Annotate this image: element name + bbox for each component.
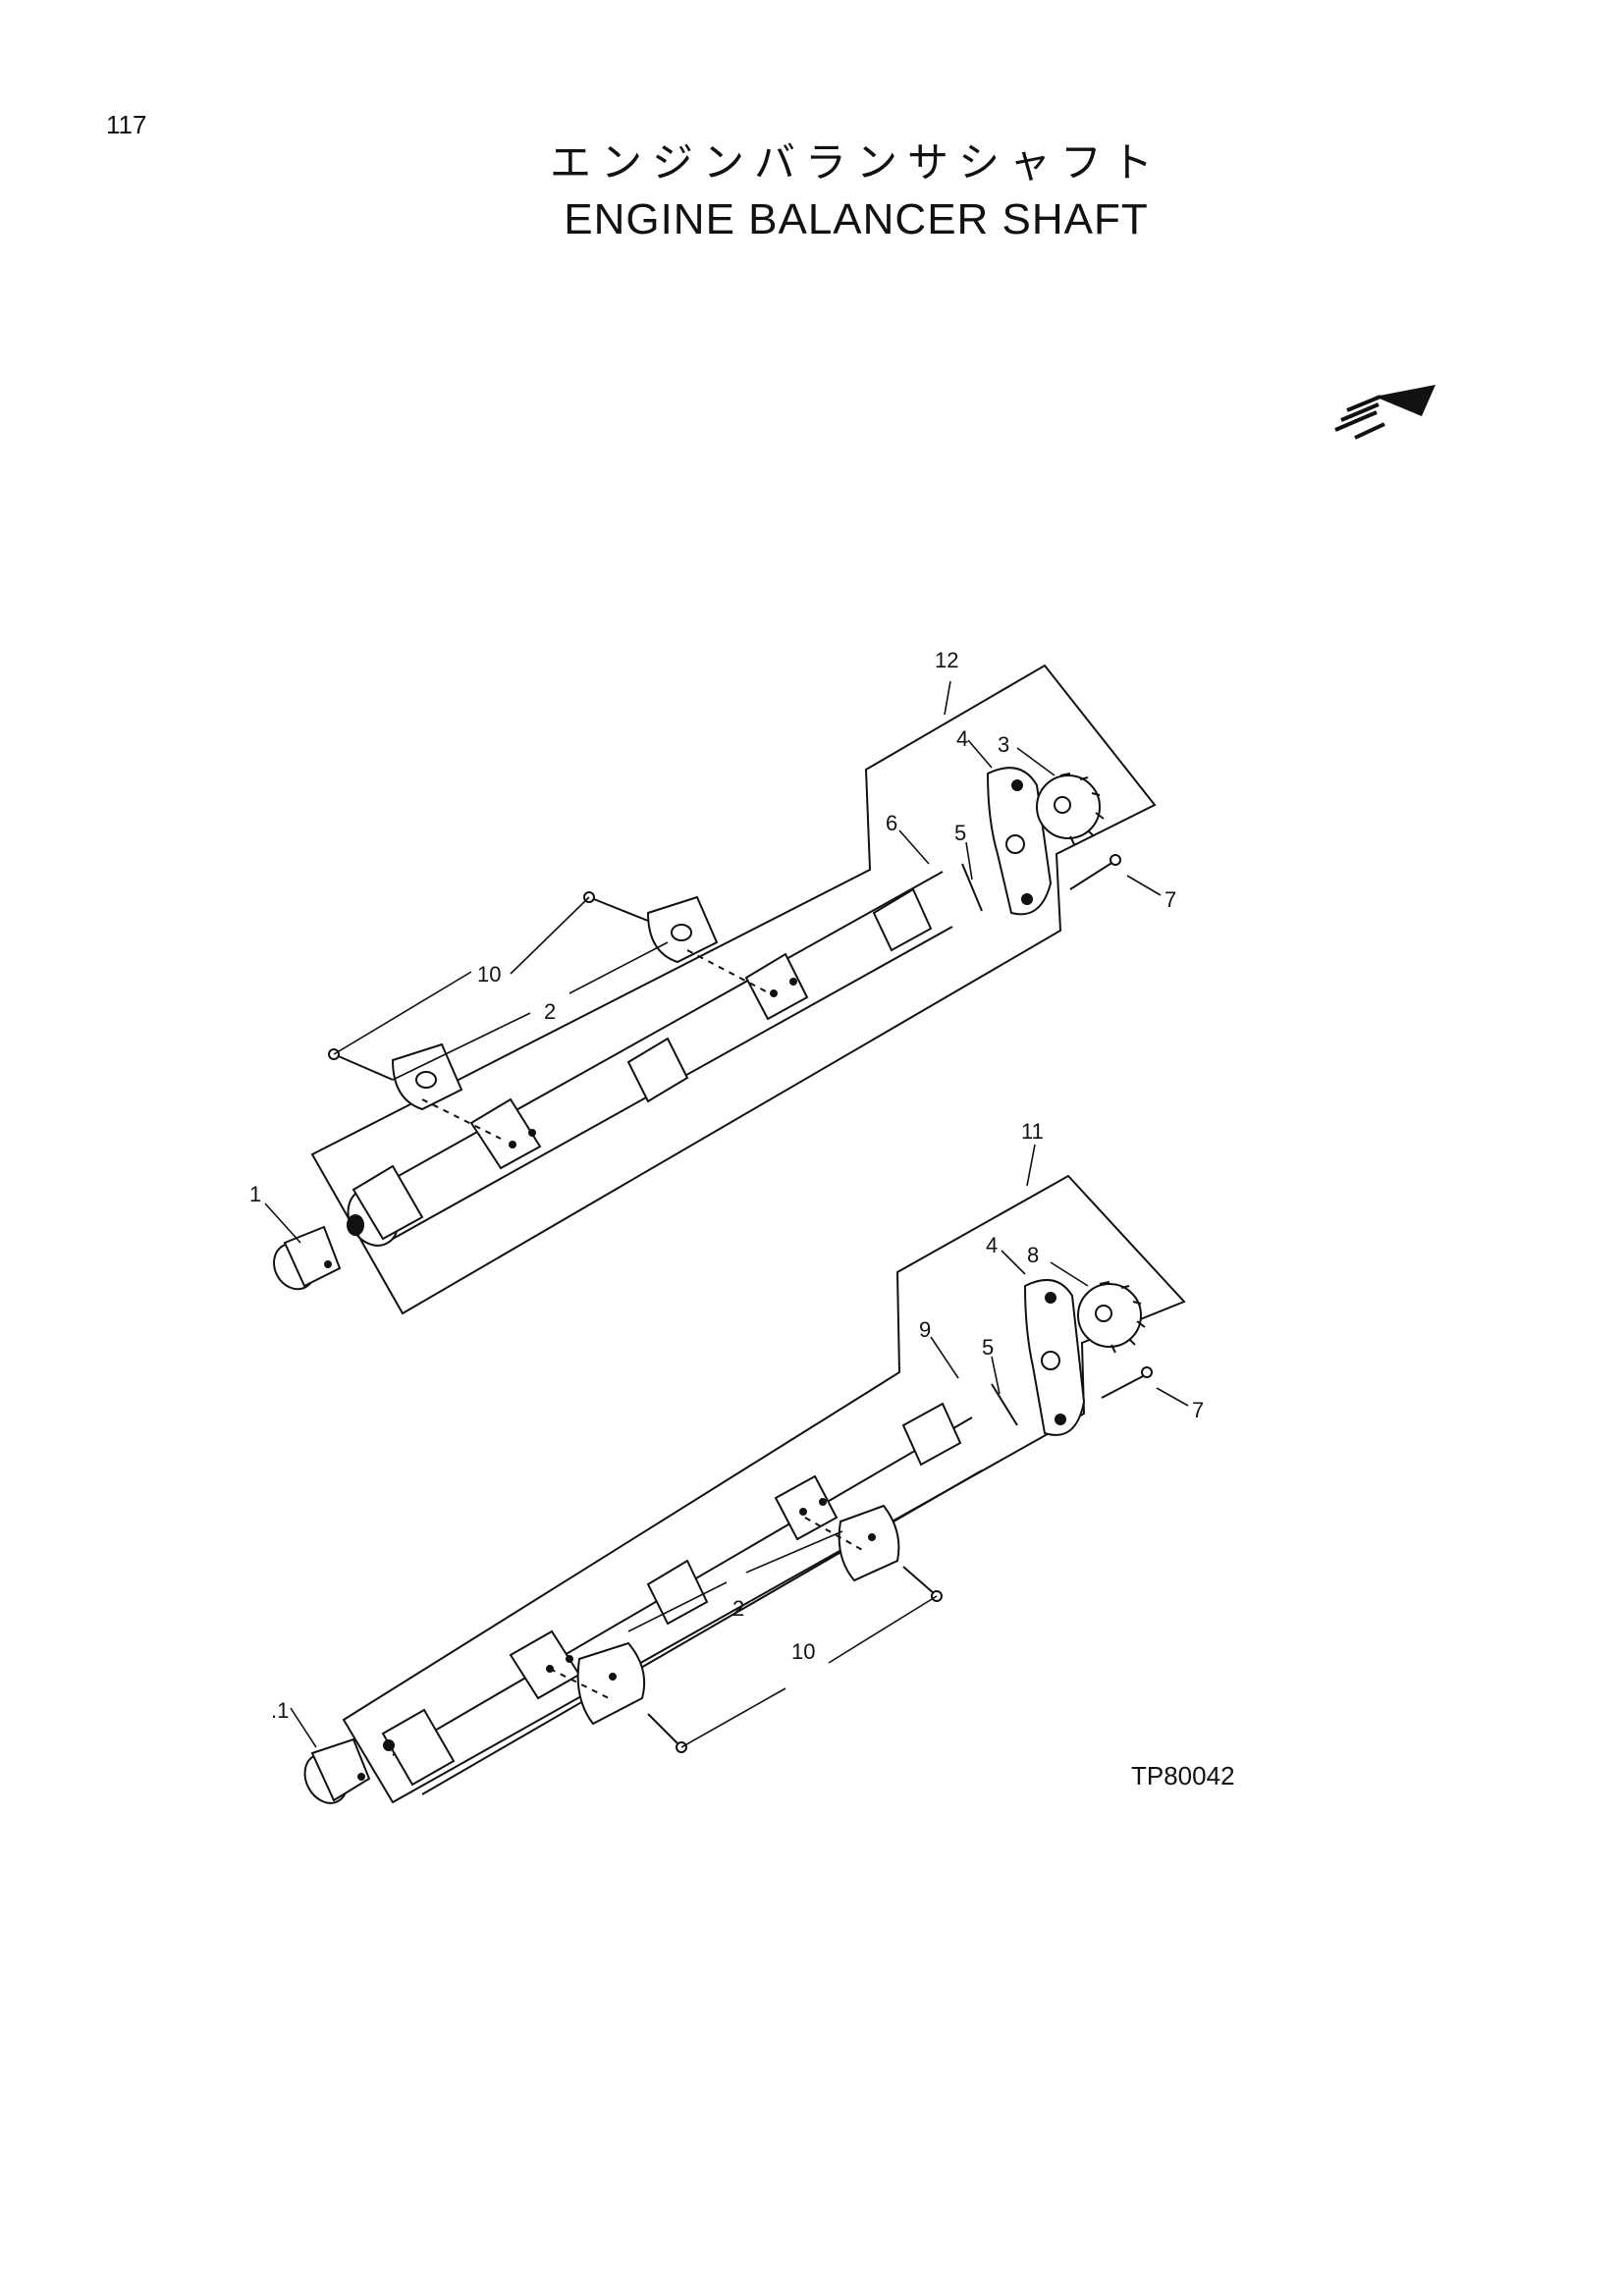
gear-upper xyxy=(1036,773,1105,845)
callout-3: 3 xyxy=(998,732,1009,757)
thrust-plate-upper xyxy=(986,767,1053,916)
lower-assembly-boundary xyxy=(342,1174,1186,1804)
page-number: 117 xyxy=(106,110,147,139)
callout-7-lower: 7 xyxy=(1192,1398,1204,1422)
bearing-cap-upper-right xyxy=(646,895,719,964)
title-japanese: エンジンバランサシャフト xyxy=(549,138,1163,187)
thrust-plate-lower xyxy=(1023,1278,1086,1436)
callout-5: 5 xyxy=(954,821,966,845)
front-direction-arrow-icon xyxy=(1334,385,1435,440)
callout-7: 7 xyxy=(1164,887,1176,912)
callout-4-lower: 4 xyxy=(986,1233,998,1257)
callout-1: 1 xyxy=(249,1182,261,1206)
callout-10-lower: 10 xyxy=(791,1639,815,1664)
lower-assembly xyxy=(303,1174,1186,1804)
callout-11: 11 xyxy=(1021,1119,1044,1144)
callout-12: 12 xyxy=(935,648,958,672)
callout-10: 10 xyxy=(477,962,501,987)
gear-lower xyxy=(1077,1281,1146,1354)
callout-2-lower: 2 xyxy=(732,1596,744,1621)
callout-4: 4 xyxy=(956,726,968,751)
callout-8: 8 xyxy=(1027,1243,1039,1267)
upper-assembly xyxy=(273,664,1157,1315)
drawing-code: TP80042 xyxy=(1131,1761,1235,1790)
lower-leaders xyxy=(290,1144,1189,1748)
upper-leaders xyxy=(264,680,1162,1244)
callout-9: 9 xyxy=(919,1317,931,1342)
bearing-cap-upper-left xyxy=(391,1042,463,1111)
callout-2: 2 xyxy=(544,999,556,1024)
upper-assembly-boundary xyxy=(310,664,1157,1315)
title-block: エンジンバランサシャフト ENGINE BALANCER SHAFT xyxy=(0,130,1624,244)
bushing-lower xyxy=(303,1737,371,1804)
callout-1-lower: .1 xyxy=(271,1698,289,1723)
bushing-upper xyxy=(273,1225,342,1291)
bearing-cap-lower-right xyxy=(838,1504,900,1582)
callout-5-lower: 5 xyxy=(982,1335,994,1360)
title-english: ENGINE BALANCER SHAFT xyxy=(564,195,1149,243)
bearing-cap-lower-left xyxy=(576,1641,646,1726)
callout-6: 6 xyxy=(886,811,897,835)
